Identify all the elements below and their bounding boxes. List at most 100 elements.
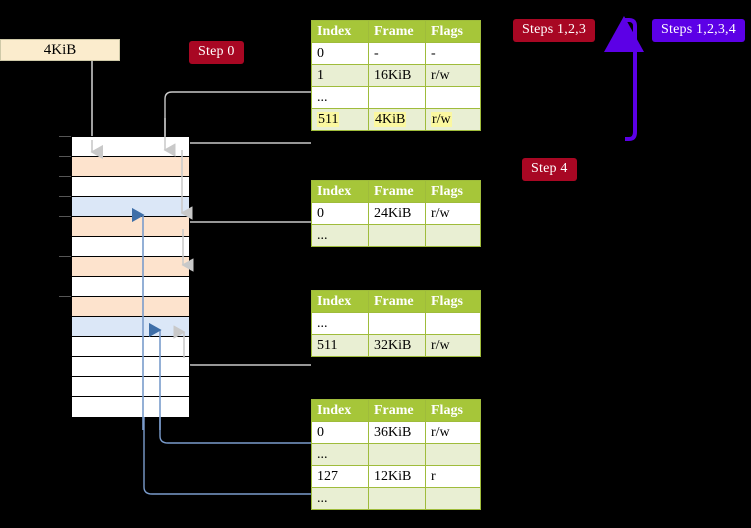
- column-header-frame: Frame: [368, 180, 426, 203]
- table-row: 0--: [311, 42, 481, 65]
- column-header-index: Index: [311, 290, 369, 313]
- table-cell: r/w: [425, 108, 481, 131]
- table-cell: 16KiB: [368, 64, 426, 87]
- table-cell: 127: [311, 465, 369, 488]
- violet-bracket-arrow: [604, 16, 644, 141]
- badge-steps-123-label: Steps 1,2,3: [522, 22, 587, 37]
- connector-pml4-frame4: [181, 142, 311, 213]
- table-cell: 511: [311, 334, 369, 357]
- table-cell: [425, 312, 481, 335]
- memory-tick: [59, 296, 71, 297]
- memory-frame-row: [72, 397, 189, 417]
- connector-pd-frame32: [175, 326, 311, 366]
- memory-frame-row: [72, 137, 189, 157]
- table-cell: [368, 224, 426, 247]
- column-header-flags: Flags: [425, 399, 481, 422]
- page-size-label: 4KiB: [43, 41, 77, 58]
- badge-steps-1234-label: Steps 1,2,3,4: [661, 22, 736, 37]
- table-cell: [425, 86, 481, 109]
- memory-frame-row: [72, 197, 189, 217]
- badge-step-0: Step 0: [189, 41, 244, 64]
- table-cell: r/w: [425, 202, 481, 225]
- table-cell: r/w: [425, 421, 481, 444]
- table-cell: [368, 487, 426, 510]
- table-row: ...: [311, 224, 481, 247]
- memory-tick: [59, 136, 71, 137]
- table-cell: [368, 312, 426, 335]
- badge-step-4-label: Step 4: [531, 161, 568, 176]
- memory-frame-row: [72, 157, 189, 177]
- memory-frame-row: [72, 257, 189, 277]
- table-cell: 24KiB: [368, 202, 426, 225]
- memory-frame-row: [72, 177, 189, 197]
- memory-frame-row: [72, 317, 189, 337]
- table-cell: 511: [311, 108, 369, 131]
- table-cell: [368, 86, 426, 109]
- column-header-flags: Flags: [425, 180, 481, 203]
- table-cell: ...: [311, 224, 369, 247]
- badge-step-4: Step 4: [522, 158, 577, 181]
- physical-memory-column: [71, 136, 190, 417]
- badge-step-0-label: Step 0: [198, 44, 235, 59]
- table-row: ...: [311, 487, 481, 510]
- table-cell: r: [425, 465, 481, 488]
- table-cell: ...: [311, 487, 369, 510]
- memory-tick: [59, 196, 71, 197]
- table-cell: 32KiB: [368, 334, 426, 357]
- badge-steps-1234: Steps 1,2,3,4: [652, 19, 745, 42]
- badge-steps-123: Steps 1,2,3: [513, 19, 596, 42]
- memory-frame-row: [72, 237, 189, 257]
- memory-frame-row: [72, 277, 189, 297]
- column-header-flags: Flags: [425, 20, 481, 43]
- table-cell: ...: [311, 443, 369, 466]
- memory-frame-row: [72, 217, 189, 237]
- table-cell: ...: [311, 86, 369, 109]
- table-cell: 0: [311, 202, 369, 225]
- table-cell: 4KiB: [368, 108, 426, 131]
- table-cell: r/w: [425, 334, 481, 357]
- connector-pdpt-frame24: [181, 221, 311, 271]
- column-header-index: Index: [311, 180, 369, 203]
- memory-tick: [59, 176, 71, 177]
- memory-tick: [59, 256, 71, 257]
- column-header-frame: Frame: [368, 20, 426, 43]
- table-row: ...: [311, 312, 481, 335]
- table-cell: 36KiB: [368, 421, 426, 444]
- table-cell: [425, 443, 481, 466]
- column-header-index: Index: [311, 20, 369, 43]
- column-header-frame: Frame: [368, 290, 426, 313]
- column-header-flags: Flags: [425, 290, 481, 313]
- table-cell: 0: [311, 421, 369, 444]
- table-cell: -: [368, 42, 426, 65]
- memory-tick: [59, 156, 71, 157]
- table-cell: ...: [311, 312, 369, 335]
- table-row: ...: [311, 443, 481, 466]
- table-cell: [425, 224, 481, 247]
- memory-frame-row: [72, 337, 189, 357]
- table-cell: [425, 487, 481, 510]
- table-cell: [368, 443, 426, 466]
- memory-tick: [59, 216, 71, 217]
- column-header-frame: Frame: [368, 399, 426, 422]
- table-cell: 1: [311, 64, 369, 87]
- memory-frame-row: [72, 357, 189, 377]
- column-header-index: Index: [311, 399, 369, 422]
- table-cell: r/w: [425, 64, 481, 87]
- table-cell: 12KiB: [368, 465, 426, 488]
- page-size-box: 4KiB: [0, 39, 120, 61]
- memory-frame-row: [72, 297, 189, 317]
